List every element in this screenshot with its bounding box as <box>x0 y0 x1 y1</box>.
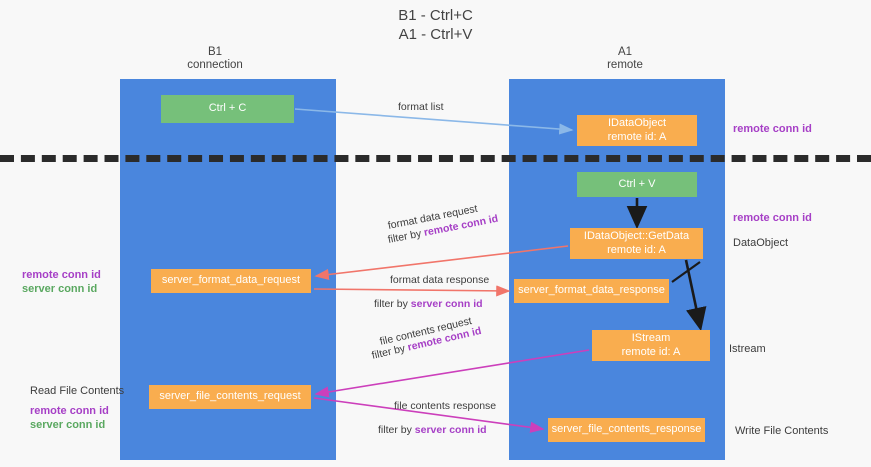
node-ctrl-c-label: Ctrl + C <box>208 102 247 115</box>
node-istream-title: IStream <box>631 332 671 344</box>
annotation-remote-conn-id-top: remote conn id <box>733 123 812 135</box>
edge-filter-file-contents-request-prefix: filter by <box>370 341 410 362</box>
edge-filter-file-contents-response-key: server conn id <box>414 424 487 436</box>
node-getdata-subtitle: remote id: A <box>607 243 666 256</box>
edge-label-format-data-response-text: format data response <box>390 274 490 286</box>
column-b1-role: connection <box>187 59 243 71</box>
annotation-left-bottom-remote: remote conn id <box>30 405 109 417</box>
edge-filter-file-contents-response-prefix: filter by <box>378 424 415 436</box>
column-a1-role: remote <box>607 59 643 71</box>
node-server-file-contents-request[interactable]: server_file_contents_request <box>149 385 311 409</box>
column-a1-name: A1 <box>617 46 633 58</box>
edge-label-format-list: format list <box>398 100 444 114</box>
column-b1-name: B1 <box>207 46 223 58</box>
edge-filter-format-data-response-prefix: filter by <box>374 298 411 310</box>
edge-filter-format-data-response: filter by server conn id <box>374 297 483 311</box>
annotation-left-mid-remote: remote conn id <box>22 269 101 281</box>
node-server-file-contents-response-label: server_file_contents_response <box>551 423 702 436</box>
edge-label-file-contents-response-text: file contents response <box>394 400 497 412</box>
node-ctrl-v[interactable]: Ctrl + V <box>577 172 697 197</box>
node-idataobject[interactable]: IDataObject remote id: A <box>577 115 697 146</box>
node-istream[interactable]: IStream remote id: A <box>592 330 710 361</box>
phase-divider <box>0 155 871 162</box>
node-istream-subtitle: remote id: A <box>621 345 681 358</box>
node-idataobject-getdata[interactable]: IDataObject::GetData remote id: A <box>570 228 703 259</box>
title-line-1: B1 - Ctrl+C <box>398 7 473 24</box>
annotation-left-bottom-server: server conn id <box>30 419 106 431</box>
node-server-format-data-request[interactable]: server_format_data_request <box>151 269 311 293</box>
node-ctrl-v-label: Ctrl + V <box>618 177 656 190</box>
column-header-b1: B1 connection <box>115 46 315 72</box>
annotation-left-read-file-contents: Read File Contents remote conn id server… <box>30 384 124 432</box>
title-line-2: A1 - Ctrl+V <box>398 26 473 43</box>
column-header-a1: A1 remote <box>525 46 725 72</box>
node-server-file-contents-response[interactable]: server_file_contents_response <box>548 418 705 442</box>
edge-label-format-data-response: format data response <box>390 273 489 287</box>
annotation-dataobject: DataObject <box>733 237 789 249</box>
annotation-left-conn-ids-mid: remote conn id server conn id <box>22 268 101 296</box>
node-server-file-contents-request-label: server_file_contents_request <box>159 390 301 403</box>
arrow-format-data-response <box>313 285 511 297</box>
edge-label-file-contents-response: file contents response <box>394 399 496 413</box>
node-server-format-data-response-label: server_format_data_response <box>518 284 665 297</box>
annotation-istream: Istream <box>729 343 766 355</box>
node-ctrl-c[interactable]: Ctrl + C <box>161 95 294 123</box>
node-idataobject-subtitle: remote id: A <box>607 130 667 143</box>
annotation-write-file-contents: Write File Contents <box>735 425 829 437</box>
edge-filter-format-data-response-key: server conn id <box>410 298 483 310</box>
edge-label-format-list-text: format list <box>398 101 444 113</box>
node-idataobject-title: IDataObject <box>607 117 667 129</box>
edge-filter-file-contents-response: filter by server conn id <box>378 423 487 437</box>
node-getdata-title: IDataObject::GetData <box>583 230 690 242</box>
annotation-remote-conn-id-mid: remote conn id <box>733 212 812 224</box>
page-title: B1 - Ctrl+C A1 - Ctrl+V <box>0 6 871 44</box>
node-server-format-data-response[interactable]: server_format_data_response <box>514 279 669 303</box>
annotation-left-mid-server: server conn id <box>22 283 98 295</box>
node-server-format-data-request-label: server_format_data_request <box>161 274 301 287</box>
annotation-read-file-contents: Read File Contents <box>30 385 125 397</box>
